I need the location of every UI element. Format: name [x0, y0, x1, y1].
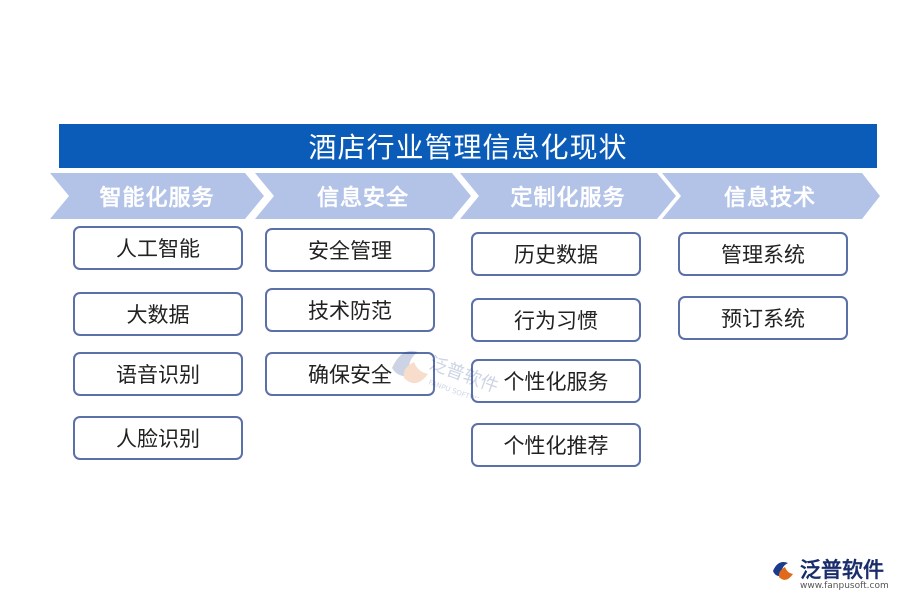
item-box: 行为习惯 [471, 298, 641, 342]
brand-logo: 泛普软件 www.fanpusoft.com [770, 554, 895, 594]
item-box: 个性化推荐 [471, 423, 641, 467]
fanpu-logo-icon [773, 562, 793, 580]
column-header-intelligent-service: 智能化服务 [99, 186, 215, 211]
item-box: 大数据 [73, 292, 243, 336]
logo-brand-text: 泛普软件 [800, 558, 884, 582]
column-header-info-tech: 信息技术 [723, 186, 816, 211]
item-box: 预订系统 [678, 296, 848, 340]
chevron-1 [50, 173, 264, 219]
logo-url-text: www.fanpusoft.com [800, 581, 889, 591]
item-box: 个性化服务 [471, 359, 641, 403]
item-box: 技术防范 [265, 288, 435, 332]
column-header-custom-service: 定制化服务 [510, 186, 626, 211]
category-chevron-bar [50, 173, 880, 219]
item-box: 历史数据 [471, 232, 641, 276]
chevron-3 [460, 173, 676, 219]
chevron-2 [255, 173, 471, 219]
item-box: 管理系统 [678, 232, 848, 276]
item-box: 人工智能 [73, 226, 243, 270]
column-header-info-security: 信息安全 [316, 186, 409, 211]
page-title: 酒店行业管理信息化现状 [59, 124, 877, 168]
item-box: 安全管理 [265, 228, 435, 272]
item-box: 确保安全 [265, 352, 435, 396]
item-box: 人脸识别 [73, 416, 243, 460]
item-box: 语音识别 [73, 352, 243, 396]
chevron-4 [662, 173, 880, 219]
